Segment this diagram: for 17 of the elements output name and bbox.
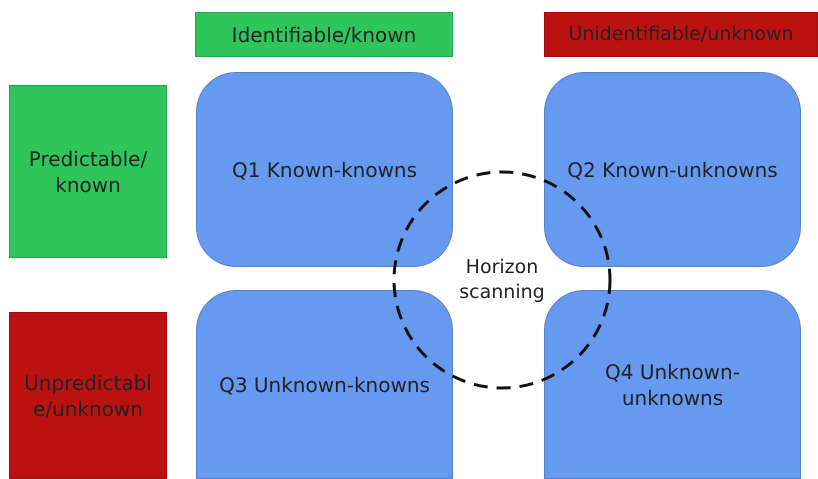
header-label: Unpredictable/unknown <box>24 370 152 422</box>
header-label: Identifiable/known <box>232 22 416 48</box>
quadrant-box <box>196 72 453 267</box>
quadrant-label: Q3 Unknown-knowns <box>219 372 430 398</box>
row-header <box>9 312 167 479</box>
quadrant-label: Q1 Known-knowns <box>232 156 418 182</box>
column-header <box>544 12 818 57</box>
quadrant-box <box>196 290 453 479</box>
circle-label: Horizon scanning <box>458 255 546 305</box>
header-label: Unidentifiable/unknown <box>568 22 794 47</box>
row-header <box>9 85 167 258</box>
header-label: Predictable/ known <box>28 146 148 198</box>
quadrant-box <box>544 290 801 479</box>
column-header <box>195 12 453 57</box>
quadrant-box <box>544 72 801 267</box>
quadrant-label: Q4 Unknown- unknowns <box>604 358 741 410</box>
quadrant-label: Q2 Known-unknowns <box>567 156 778 182</box>
